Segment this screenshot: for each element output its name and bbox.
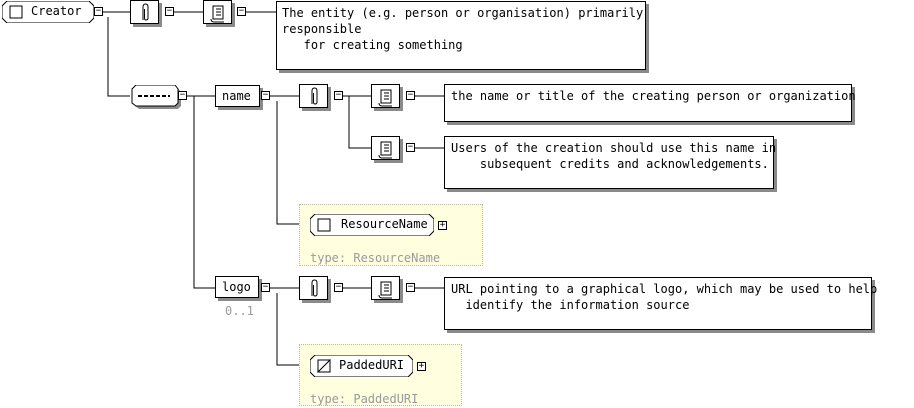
paperclip-icon	[311, 279, 318, 297]
paddeduri-type-ref[interactable]: PaddedURI	[310, 355, 413, 377]
creator-documentation: The entity (e.g. person or organisation)…	[276, 1, 646, 70]
collapse-toggle[interactable]: −	[261, 282, 270, 292]
collapse-toggle[interactable]: −	[237, 6, 246, 16]
square-icon	[317, 218, 331, 232]
sequence-compositor[interactable]	[130, 84, 181, 109]
type-container: PaddedURI + type: PaddedURI	[299, 344, 462, 406]
documentation-box[interactable]	[371, 136, 400, 160]
logo-element[interactable]: logo	[215, 276, 259, 298]
type-container: ResourceName + type: ResourceName	[299, 204, 483, 266]
resourcename-type-ref[interactable]: ResourceName	[310, 214, 434, 236]
collapse-toggle[interactable]: −	[178, 90, 187, 100]
element-octagon-shape	[2, 1, 94, 23]
type-label: type: ResourceName	[310, 251, 441, 265]
square-icon	[9, 5, 23, 19]
collapse-toggle[interactable]: −	[261, 90, 270, 100]
collapse-toggle[interactable]: −	[334, 282, 343, 292]
name-documentation-2: Users of the creation should use this na…	[444, 136, 776, 189]
expand-toggle[interactable]: +	[438, 220, 447, 230]
creator-element[interactable]: Creator	[2, 1, 94, 23]
paddeduri-label: PaddedURI	[339, 358, 405, 372]
collapse-toggle[interactable]: −	[165, 6, 174, 16]
scroll-icon	[378, 281, 392, 299]
paperclip-icon	[142, 3, 149, 21]
scroll-icon	[378, 141, 392, 159]
annotation-box[interactable]	[299, 84, 328, 108]
annotation-box[interactable]	[130, 0, 159, 24]
collapse-toggle[interactable]: −	[406, 90, 415, 100]
collapse-toggle[interactable]: −	[406, 142, 415, 152]
collapse-toggle[interactable]: −	[94, 6, 103, 16]
type-label: type: PaddedURI	[310, 392, 419, 406]
name-documentation-1: the name or title of the creating person…	[444, 84, 856, 122]
resourcename-label: ResourceName	[341, 217, 428, 231]
documentation-box[interactable]	[203, 0, 232, 24]
element-octagon-shape	[310, 355, 413, 377]
documentation-box[interactable]	[371, 276, 400, 300]
triangle-icon	[316, 358, 331, 373]
creator-label: Creator	[31, 4, 82, 18]
scroll-icon	[210, 5, 224, 23]
logo-documentation: URL pointing to a graphical logo, which …	[444, 277, 877, 330]
collapse-toggle[interactable]: −	[406, 282, 415, 292]
documentation-box[interactable]	[371, 84, 400, 108]
logo-cardinality: 0..1	[225, 304, 254, 318]
collapse-toggle[interactable]: −	[334, 90, 343, 100]
element-octagon-shape	[310, 214, 434, 236]
sequence-compositor-icon	[131, 84, 181, 109]
annotation-box[interactable]	[299, 276, 328, 300]
paperclip-icon	[311, 87, 318, 105]
scroll-icon	[378, 89, 392, 107]
name-element[interactable]: name	[215, 85, 260, 107]
expand-toggle[interactable]: +	[417, 361, 426, 371]
